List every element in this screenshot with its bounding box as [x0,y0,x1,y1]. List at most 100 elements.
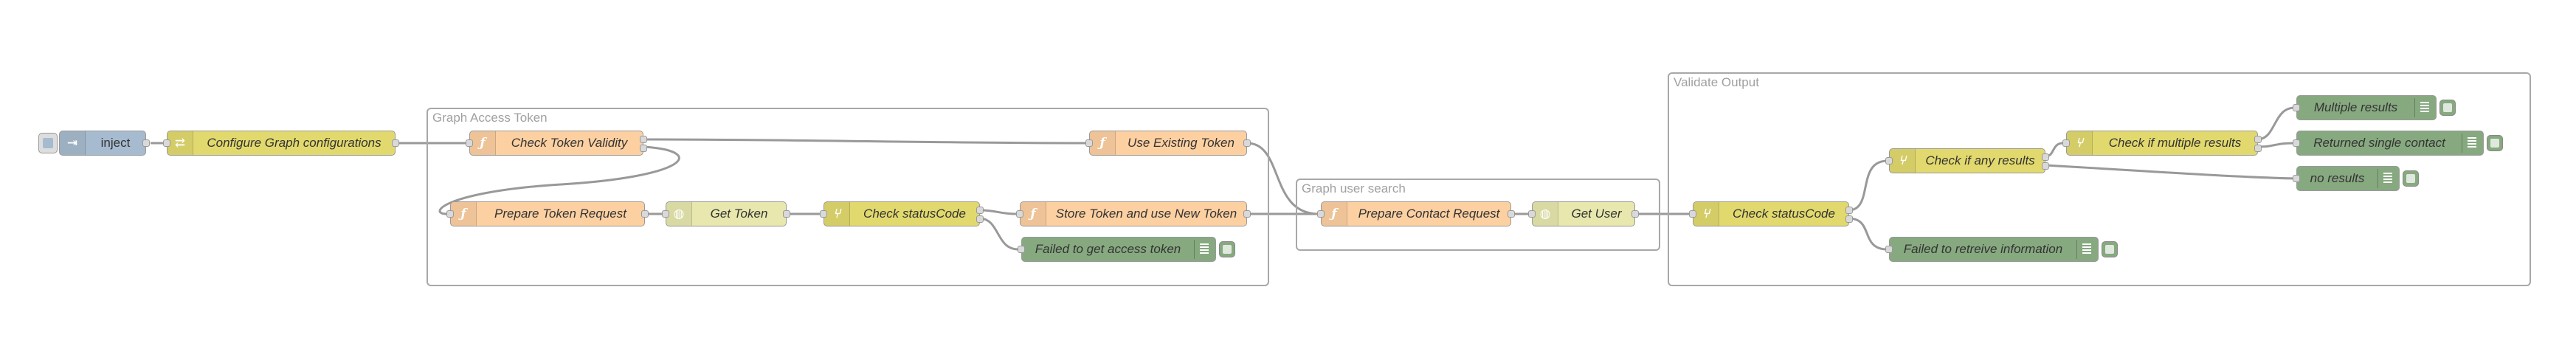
node-label: Returned single contact [2313,136,2445,150]
input-port[interactable] [1016,210,1023,218]
group-graph-access-token[interactable]: Graph Access Token [427,108,1269,286]
node-failed-access-token[interactable]: Failed to get access token [1018,237,1216,262]
input-port[interactable] [446,210,454,218]
debug-icon [2076,240,2096,259]
node-label: Check if any results [1925,153,2035,167]
output-port[interactable] [1243,139,1251,147]
wire-validity-prepare-token [438,145,680,215]
function-icon: ƒ [470,131,496,155]
input-port[interactable] [466,139,473,147]
output-port[interactable] [392,139,399,147]
node-check-any-results[interactable]: ⑂ Check if any results [1885,148,2049,173]
node-prepare-contact-request[interactable]: ƒ Prepare Contact Request [1317,201,1515,226]
output-port-1[interactable] [2254,136,2262,143]
function-icon: ƒ [1322,202,1347,226]
node-label: Check statusCode [863,207,966,221]
debug-icon [2378,169,2397,188]
output-port-2[interactable] [1845,215,1853,223]
debug-icon [2462,134,2482,153]
shuffle-icon: ⇄ [168,131,193,155]
globe-icon: ◍ [1533,202,1558,226]
node-get-token[interactable]: ◍ Get Token [662,201,790,226]
group-graph-user-search[interactable]: Graph user search [1296,179,1660,251]
wire-checkmultiple-multiple [2256,106,2296,141]
node-label: Check Token Validity [511,136,628,150]
input-port[interactable] [1085,139,1093,147]
node-store-token[interactable]: ƒ Store Token and use New Token [1016,201,1251,226]
debug-toggle-button[interactable] [1219,241,1235,257]
wire-check2-failedinfo [1848,217,1888,251]
arrow-in-icon: ⇥ [60,131,86,155]
wire-validity-use-existing [643,138,1087,145]
switch-icon: ⑂ [824,202,850,226]
output-port[interactable] [1508,210,1515,218]
wire-check2-checkany [1848,159,1888,212]
node-label: Get Token [710,207,768,221]
input-port[interactable] [2062,139,2070,147]
function-icon: ƒ [1021,202,1046,226]
node-prepare-token-request[interactable]: ƒ Prepare Token Request [446,201,649,226]
output-port-1[interactable] [1845,207,1853,214]
debug-toggle-button[interactable] [2439,100,2456,116]
function-icon: ƒ [1090,131,1116,155]
output-port-2[interactable] [2042,162,2049,170]
group-label: Graph Access Token [432,111,548,125]
node-check-token-validity[interactable]: ƒ Check Token Validity [466,131,647,156]
output-port-2[interactable] [976,215,984,223]
input-port[interactable] [1528,210,1536,218]
node-no-results[interactable]: no results [2293,166,2400,191]
node-label: Check statusCode [1733,207,1835,221]
output-port[interactable] [1243,210,1251,218]
input-port[interactable] [662,210,669,218]
node-check-statuscode-user[interactable]: ⑂ Check statusCode [1689,201,1853,226]
output-port[interactable] [641,210,649,218]
node-check-statuscode-token[interactable]: ⑂ Check statusCode [820,201,984,226]
node-label: Configure Graph configurations [207,136,381,150]
input-port[interactable] [1689,210,1696,218]
node-failed-retrieve-info[interactable]: Failed to retreive information [1885,237,2099,262]
output-port[interactable] [1631,210,1639,218]
group-validate-output[interactable]: Validate Output [1668,72,2531,286]
node-label: Multiple results [2313,100,2398,114]
debug-toggle-button[interactable] [2487,135,2503,151]
input-port[interactable] [1885,246,1893,253]
output-port-1[interactable] [2042,153,2049,161]
switch-icon: ⑂ [1890,149,1916,173]
debug-toggle-button[interactable] [2403,170,2419,187]
node-configure-graph[interactable]: ⇄ Configure Graph configurations [163,131,399,156]
node-label: Use Existing Token [1128,136,1235,150]
input-port[interactable] [820,210,827,218]
input-port[interactable] [2293,104,2300,111]
input-port[interactable] [1317,210,1325,218]
node-get-user[interactable]: ◍ Get User [1528,201,1639,226]
group-label: Graph user search [1302,181,1406,195]
node-multiple-results[interactable]: Multiple results [2293,95,2437,120]
node-label: Failed to retreive information [1903,242,2063,256]
output-port[interactable] [142,139,150,147]
input-port[interactable] [2293,175,2300,182]
output-port[interactable] [783,210,790,218]
node-returned-single-contact[interactable]: Returned single contact [2293,131,2484,156]
inject-trigger-button[interactable] [38,133,58,153]
input-port[interactable] [1018,246,1025,253]
group-label: Validate Output [1674,75,1759,89]
input-port[interactable] [1885,157,1893,165]
input-port[interactable] [2293,139,2300,147]
output-port-2[interactable] [2254,145,2262,152]
output-port-1[interactable] [640,136,647,143]
node-check-multiple-results[interactable]: ⑂ Check if multiple results [2062,131,2262,156]
wire-checkany-noresults [2045,164,2296,180]
node-use-existing-token[interactable]: ƒ Use Existing Token [1085,131,1251,156]
wire-use-existing-prepare-contact [1246,142,1319,215]
node-label: Store Token and use New Token [1055,207,1237,221]
globe-icon: ◍ [666,202,692,226]
function-icon: ƒ [451,202,477,226]
output-port-2[interactable] [640,145,647,152]
node-inject[interactable]: ⇥ inject [59,131,150,156]
node-label: Prepare Token Request [494,207,626,221]
input-port[interactable] [163,139,170,147]
output-port-1[interactable] [976,207,984,214]
node-label: inject [100,136,131,150]
debug-toggle-button[interactable] [2102,241,2118,257]
node-label: Check if multiple results [2108,136,2242,150]
